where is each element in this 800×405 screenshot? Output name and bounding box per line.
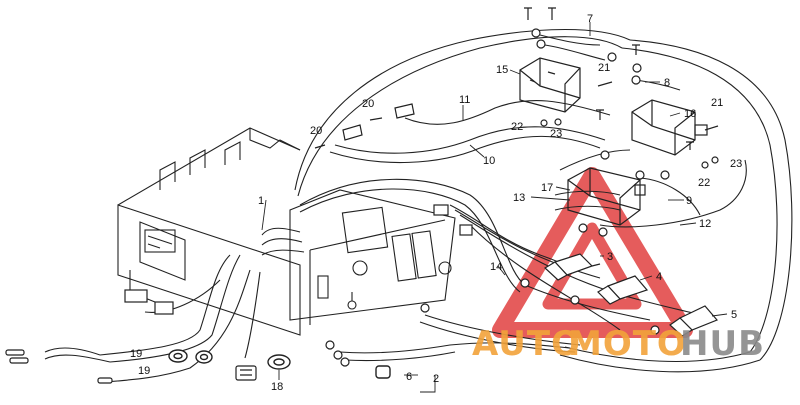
- label-20-upper: 20: [362, 98, 374, 110]
- leader-lines: [261, 22, 728, 393]
- watermark-auto: AUTO: [472, 324, 581, 364]
- label-10: 10: [483, 155, 495, 167]
- grommet-18: [267, 354, 291, 370]
- label-1: 1: [258, 195, 264, 207]
- label-14: 14: [490, 261, 502, 273]
- label-19-upper: 19: [130, 348, 142, 360]
- label-13: 13: [513, 192, 525, 204]
- panel-connectors: [433, 204, 473, 236]
- screws: [314, 7, 719, 150]
- label-22-right: 22: [698, 177, 710, 189]
- label-16: 16: [684, 108, 696, 120]
- sensor-4: [597, 275, 649, 305]
- label-4: 4: [656, 271, 662, 283]
- wire-tips: [5, 349, 113, 384]
- control-panel: [261, 189, 456, 325]
- label-9: 9: [686, 195, 692, 207]
- label-2: 2: [433, 373, 439, 385]
- connector-block: [124, 289, 257, 381]
- watermark-moto: MOTO: [568, 324, 687, 364]
- washers: [540, 118, 719, 169]
- label-7: 7: [587, 13, 593, 25]
- label-23-upper: 23: [550, 128, 562, 140]
- label-21-upper: 21: [598, 62, 610, 74]
- grommet-19-upper: [168, 349, 188, 363]
- sensor-3: [544, 253, 601, 281]
- label-15: 15: [496, 64, 508, 76]
- label-3: 3: [607, 251, 613, 263]
- watermark-hub: HUB: [680, 324, 765, 364]
- watermark-text: AUTO MOTO HUB: [472, 324, 765, 364]
- label-12: 12: [699, 218, 711, 230]
- label-20-lower: 20: [310, 125, 322, 137]
- grommet-6: [375, 365, 391, 379]
- label-18: 18: [271, 381, 283, 393]
- part-labels: 1 2 3 4 5 6 7 8 9 10 11 12 13 14 15 16 1…: [130, 13, 742, 393]
- label-11: 11: [459, 94, 470, 106]
- wire-harness: [44, 29, 793, 383]
- label-21-right: 21: [711, 97, 723, 109]
- label-22-upper: 22: [511, 121, 523, 133]
- label-19-lower: 19: [138, 365, 150, 377]
- relay-16: [631, 99, 708, 156]
- label-23-right: 23: [730, 158, 742, 170]
- brackets-20: [342, 103, 415, 141]
- frame-box: [117, 127, 301, 336]
- module-17: [567, 167, 646, 226]
- sensor-5: [669, 305, 719, 337]
- watermark-triangle-outer: [492, 167, 693, 338]
- label-8: 8: [664, 77, 670, 89]
- label-17: 17: [541, 182, 553, 194]
- ring-terminals: [325, 28, 670, 367]
- grommet-19-lower: [195, 350, 213, 364]
- relay-15: [519, 57, 581, 113]
- label-6: 6: [406, 371, 412, 383]
- label-5: 5: [731, 309, 737, 321]
